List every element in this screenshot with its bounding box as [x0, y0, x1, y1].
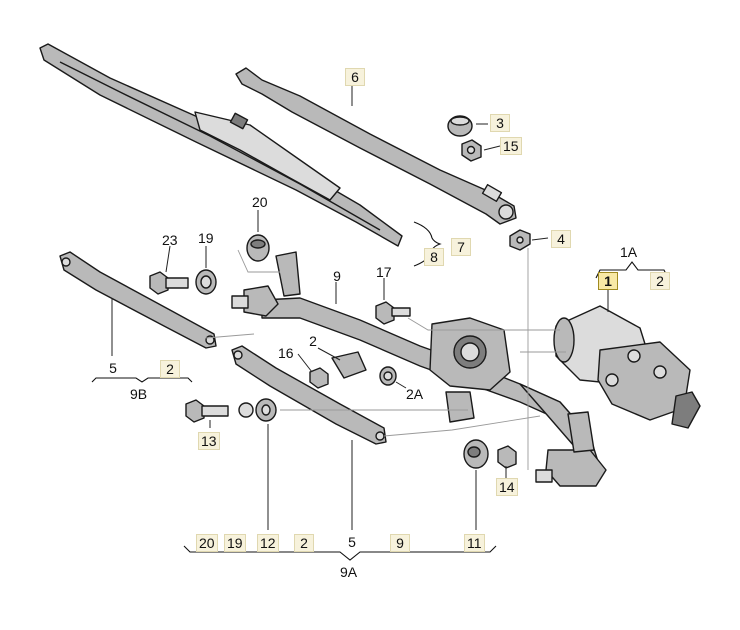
- label-9B: 9B: [130, 386, 148, 402]
- bottom-label-5: 5: [348, 534, 356, 550]
- label-1A: 1A: [620, 244, 638, 260]
- wiper-arm: [235, 67, 517, 225]
- label-2-motor: 2: [650, 272, 670, 290]
- bottom-label-12: 12: [257, 534, 279, 552]
- bottom-label-9: 9: [390, 534, 410, 552]
- label-2A: 2A: [406, 386, 424, 402]
- label-4: 4: [551, 230, 571, 248]
- label-8: 8: [424, 248, 444, 266]
- label-23: 23: [162, 232, 178, 248]
- label-2-mid: 2: [309, 333, 317, 349]
- bottom-label-2: 2: [294, 534, 314, 552]
- bottom-label-20: 20: [196, 534, 218, 552]
- label-2-left: 2: [160, 360, 180, 378]
- label-9: 9: [333, 268, 341, 284]
- leader-lines: [111, 86, 609, 530]
- assembly-lines: [205, 248, 566, 470]
- label-14: 14: [496, 478, 518, 496]
- washer-4: [509, 229, 531, 251]
- linkage-frame: [231, 251, 607, 487]
- label-19: 19: [198, 230, 214, 246]
- label-1-highlighted: 1: [598, 272, 618, 290]
- label-16: 16: [278, 345, 294, 361]
- crank-rod-left: [59, 251, 217, 349]
- bottom-label-11: 11: [464, 534, 485, 552]
- label-20: 20: [252, 194, 268, 210]
- label-17: 17: [376, 264, 392, 280]
- label-7: 7: [451, 238, 471, 256]
- wiper-blade: [39, 43, 403, 247]
- label-5-left: 5: [109, 360, 117, 376]
- label-15: 15: [500, 137, 522, 155]
- crank-rod-middle: [231, 345, 387, 445]
- bottom-label-19: 19: [224, 534, 246, 552]
- label-6: 6: [345, 68, 365, 86]
- label-9A: 9A: [340, 564, 358, 580]
- wiper-motor: [553, 305, 701, 429]
- label-13: 13: [198, 432, 220, 450]
- cap-and-nut: [447, 115, 482, 162]
- bolts-and-bushings: [149, 234, 517, 469]
- label-3: 3: [490, 114, 510, 132]
